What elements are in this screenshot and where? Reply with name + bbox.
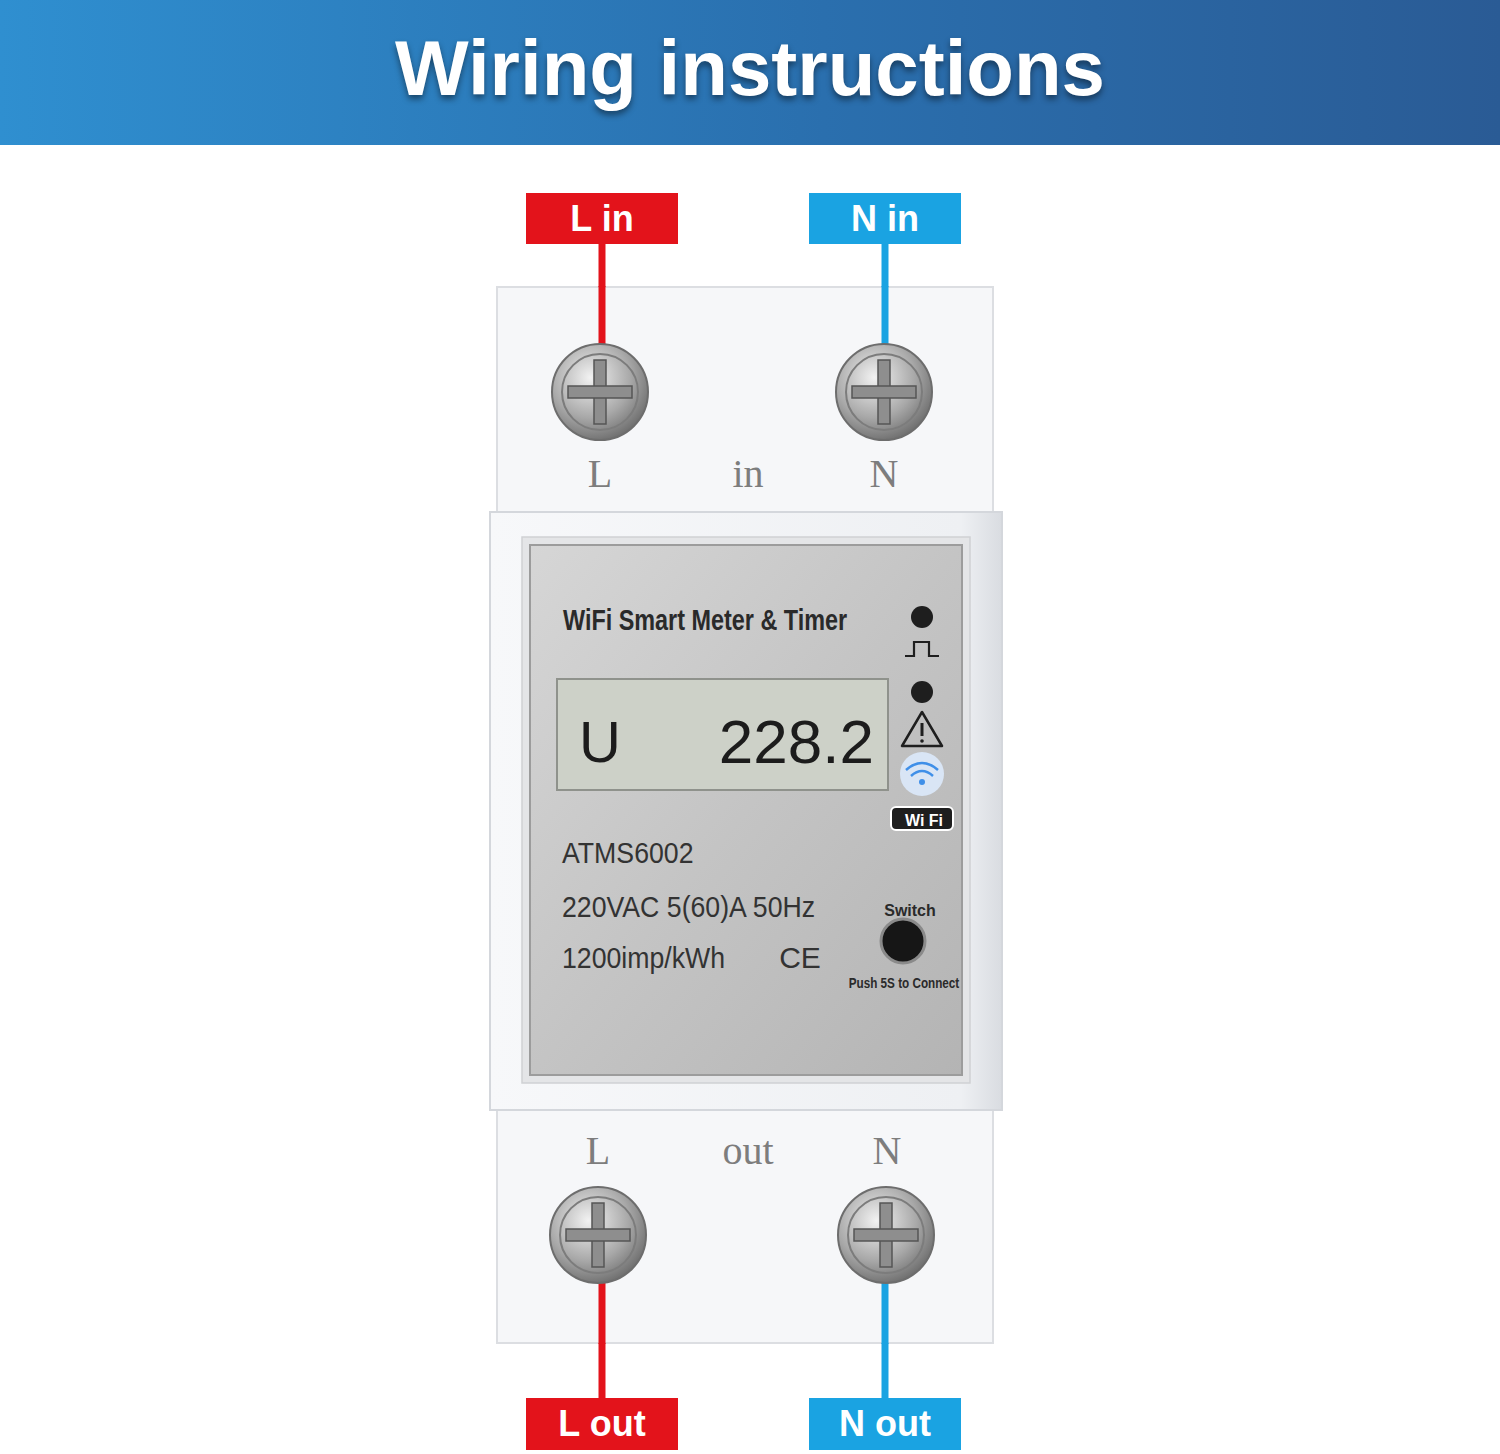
terminal-label: L in	[526, 193, 678, 244]
ce-mark: CE	[779, 943, 821, 973]
terminal-label-text: N out	[839, 1406, 931, 1442]
product-name: WiFi Smart Meter & Timer	[563, 605, 847, 635]
meter-faceplate: WiFi Smart Meter & TimerATMS6002 220VAC 5…	[530, 545, 962, 1075]
pulse-led	[911, 606, 933, 628]
housing-middle	[490, 512, 1002, 1110]
n-out-wire	[882, 1282, 889, 1344]
lcd-quantity: U	[579, 713, 621, 771]
terminal-label-text: N in	[851, 201, 919, 237]
wire-connector	[882, 1343, 889, 1398]
wifi-badge-text: Wi Fi	[905, 813, 943, 829]
warning-symbol	[902, 712, 942, 746]
faceplate	[530, 545, 962, 1075]
terminal-marking: in	[732, 454, 763, 494]
l-out-wire	[599, 1282, 606, 1344]
meter-housing: LinNLoutNWiFi Smart Meter & TimerATMS600…	[490, 287, 1002, 1343]
pulse-symbol	[905, 642, 939, 656]
terminal-marking: N	[873, 1131, 902, 1171]
title-text: Wiring instructions	[395, 23, 1105, 114]
terminal-marking: out	[722, 1131, 773, 1171]
n-in-wire	[882, 286, 889, 346]
housing-bottom	[497, 1108, 993, 1343]
terminal-marking: L	[586, 1131, 610, 1171]
faceplate-frame	[522, 537, 970, 1083]
housing-top	[497, 287, 993, 513]
terminal-marking: N	[870, 454, 899, 494]
terminal-label: N in	[809, 193, 961, 244]
wire-connector	[882, 244, 889, 287]
wire-connector	[599, 244, 606, 287]
terminal-screw	[836, 344, 932, 440]
model-number: ATMS6002	[562, 839, 693, 868]
button-hint: Push 5S to Connect	[849, 975, 960, 990]
alarm-led	[911, 681, 933, 703]
terminal-label-text: L out	[558, 1406, 645, 1442]
terminal-label: L out	[526, 1398, 678, 1450]
terminal-screw	[550, 1187, 646, 1283]
wifi-symbol	[900, 752, 944, 796]
wifi-badge: Wi Fi	[890, 806, 954, 831]
wire-connector	[599, 1343, 606, 1398]
terminal-label-text: L in	[570, 201, 633, 237]
meter-constant: 1200imp/kWh	[562, 944, 725, 973]
terminal-label: N out	[809, 1398, 961, 1450]
terminal-screw	[838, 1187, 934, 1283]
switch-button	[881, 919, 925, 963]
terminal-screw	[552, 344, 648, 440]
terminal-marking: L	[588, 454, 612, 494]
lcd-reading: 228.2	[719, 711, 874, 773]
rating-text: 220VAC 5(60)A 50Hz	[562, 893, 815, 922]
button-label: Switch	[884, 903, 936, 919]
l-in-wire	[599, 286, 606, 346]
lcd-display: U 228.2	[556, 678, 889, 791]
title-banner: Wiring instructions	[0, 0, 1500, 145]
